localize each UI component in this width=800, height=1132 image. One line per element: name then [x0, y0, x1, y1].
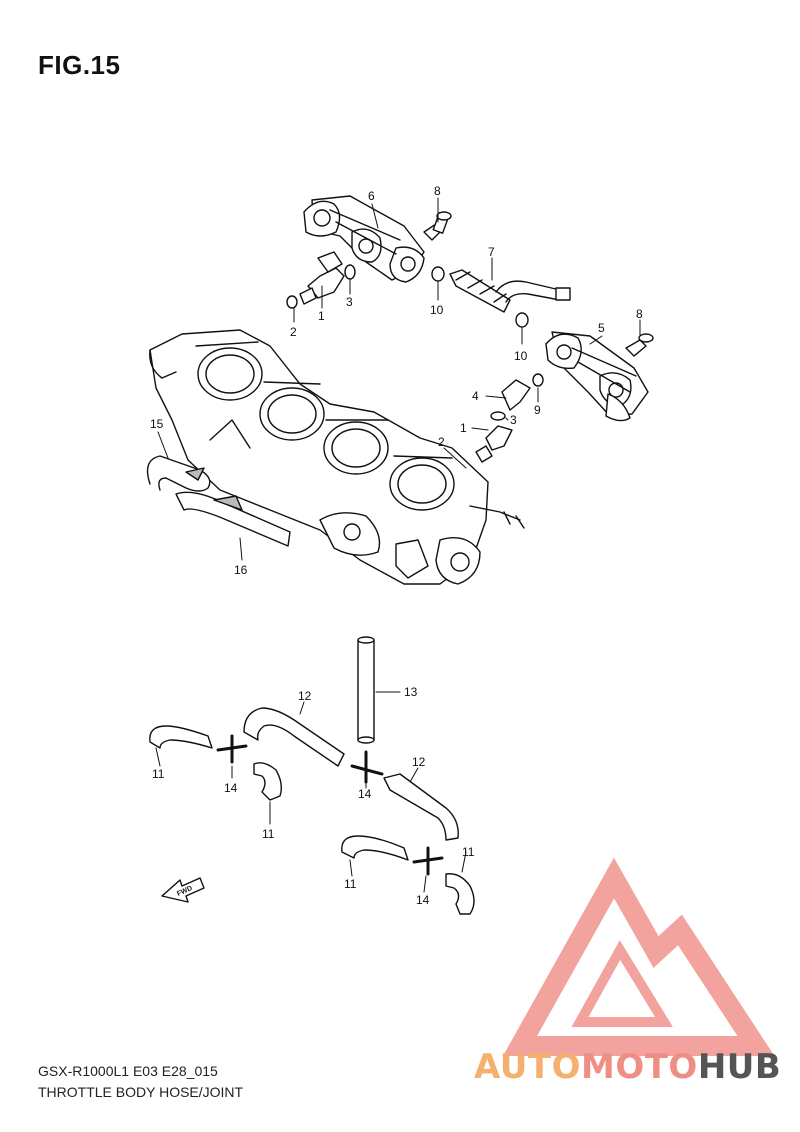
fwd-arrow-icon	[161, 877, 205, 903]
injector-assembly-lower	[475, 379, 531, 463]
callout-4: 4	[472, 389, 479, 403]
joint-14b	[350, 750, 384, 784]
hose-13	[357, 636, 375, 744]
throttle-body	[149, 329, 525, 585]
o-ring-10a	[431, 266, 445, 282]
hose-15	[146, 455, 211, 492]
callout-3-upper: 3	[346, 295, 353, 309]
o-ring-9	[532, 373, 544, 387]
callout-15: 15	[150, 417, 164, 431]
callout-5: 5	[598, 321, 605, 335]
injector-1-upper	[299, 251, 345, 305]
watermark-text-hub: HUB	[697, 1047, 782, 1087]
hose-11c	[341, 835, 409, 861]
bolt-8-right	[625, 333, 654, 357]
callout-14-b: 14	[358, 787, 372, 801]
hose-11b	[253, 762, 283, 801]
callout-9: 9	[534, 403, 541, 417]
callout-10-upper: 10	[430, 303, 444, 317]
fuel-pipe-7	[449, 269, 571, 313]
leader-lines	[155, 197, 641, 893]
watermark-logo-icon	[502, 857, 775, 1056]
callout-11-d: 11	[462, 845, 475, 859]
o-ring-2-upper	[286, 295, 298, 309]
bolt-8-upper	[423, 211, 452, 241]
callout-10-lower: 10	[514, 349, 528, 363]
callout-14-c: 14	[416, 893, 430, 907]
callout-11-b: 11	[262, 827, 275, 841]
hose-11a	[149, 725, 213, 749]
figure-description: THROTTLE BODY HOSE/JOINT	[38, 1084, 244, 1100]
joint-14c	[412, 846, 444, 876]
callout-12-left: 12	[298, 689, 312, 703]
callout-2-upper: 2	[290, 325, 297, 339]
o-ring-10b	[515, 312, 529, 328]
callout-6: 6	[368, 189, 375, 203]
watermark-text-auto: AUTO	[474, 1047, 581, 1087]
callout-12-right: 12	[412, 755, 426, 769]
callout-11-a: 11	[152, 767, 165, 781]
watermark-text-moto: MOTO	[580, 1047, 698, 1087]
watermark-text: AUTOMOTOHUB	[474, 1047, 781, 1087]
o-ring-3-upper	[344, 264, 356, 280]
callout-11-c: 11	[344, 877, 357, 891]
fuel-delivery-pipe-5	[545, 331, 649, 422]
callout-8-upper: 8	[434, 184, 441, 198]
callout-1-upper: 1	[318, 309, 325, 323]
callout-7: 7	[488, 245, 495, 259]
figure-title: FIG.15	[38, 50, 121, 80]
hose-12a	[243, 707, 345, 767]
callout-13: 13	[404, 685, 418, 699]
hose-12b	[383, 773, 459, 841]
hose-11d	[445, 873, 475, 915]
callout-14-a: 14	[224, 781, 238, 795]
joint-14a	[216, 734, 248, 764]
callout-labels: 6 8 7 1 2 3 10 10 5 8 4 9 3 1 2 15 16 13…	[150, 184, 643, 907]
callout-2-lower: 2	[438, 435, 445, 449]
hose-16	[175, 491, 291, 547]
callout-1-lower: 1	[460, 421, 467, 435]
callout-3-lower: 3	[510, 413, 517, 427]
callout-16: 16	[234, 563, 248, 577]
fuel-delivery-pipe-6	[303, 195, 425, 283]
o-ring-3-lower	[490, 411, 506, 421]
callout-8-right: 8	[636, 307, 643, 321]
model-code: GSX-R1000L1 E03 E28_015	[38, 1063, 218, 1079]
